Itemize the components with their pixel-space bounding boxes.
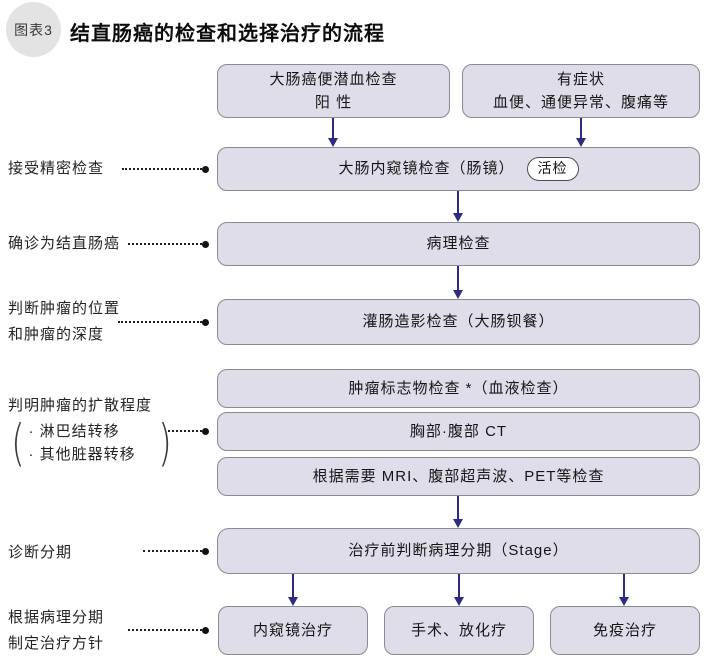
colonoscopy-box: 大肠内窥镜检查（肠镜） 活检 (217, 147, 700, 191)
fobt-positive-box: 大肠癌便潜血检查 阳 性 (217, 64, 450, 118)
mri-label: 根据需要 MRI、腹部超声波、PET等检查 (312, 467, 605, 485)
enema-label: 灌肠造影检查（大肠钡餐） (362, 313, 555, 331)
dotted-connector (168, 427, 209, 435)
flow-arrow (327, 118, 338, 147)
open-paren: ( (11, 414, 26, 472)
tumor-marker-label: 肿瘤标志物检查 *（血液检查） (348, 379, 569, 397)
flow-arrow (575, 118, 586, 147)
side-label-detailed-exam: 接受精密检查 (8, 160, 105, 177)
flow-arrow (453, 574, 464, 606)
stage-label: 治疗前判断病理分期（Stage） (348, 542, 569, 560)
figure-badge: 图表3 (6, 2, 61, 57)
enema-box: 灌肠造影检查（大肠钡餐） (217, 299, 700, 345)
tumor-marker-box: 肿瘤标志物检查 *（血液检查） (217, 369, 700, 408)
immunotherapy-label: 免疫治疗 (592, 621, 657, 639)
symptoms-box: 有症状 血便、通便异常、腹痛等 (462, 64, 700, 118)
ct-label: 胸部·腹部 CT (409, 422, 508, 440)
surgery-chemoradiation-box: 手术、放化疗 (384, 606, 534, 655)
figure-title: 结直肠癌的检查和选择治疗的流程 (70, 23, 385, 45)
flow-arrow (452, 266, 463, 299)
treatment-plan-line1: 根据病理分期 (8, 609, 105, 626)
tumor-position-line2: 和肿瘤的深度 (8, 326, 105, 343)
close-paren: ) (157, 414, 172, 472)
ct-box: 胸部·腹部 CT (217, 412, 700, 451)
spread-title: 判明肿瘤的扩散程度 (8, 397, 153, 414)
flow-arrow (618, 574, 629, 606)
spread-items: · 淋巴结转移 · 其他脏器转移 (29, 420, 155, 466)
treatment-plan-line2: 制定治疗方针 (8, 635, 105, 652)
fobt-line2: 阳 性 (314, 94, 353, 111)
pathology-box: 病理检查 (217, 222, 700, 266)
spread-item-lymph: · 淋巴结转移 (28, 423, 120, 440)
symptoms-line1: 有症状 (556, 70, 605, 88)
mri-box: 根据需要 MRI、腹部超声波、PET等检查 (217, 457, 700, 496)
spread-item-organ: · 其他脏器转移 (28, 446, 136, 463)
side-label-tumor-position: 判断肿瘤的位置 和肿瘤的深度 (8, 296, 120, 348)
symptoms-line2: 血便、通便异常、腹痛等 (492, 94, 669, 111)
tumor-position-line1: 判断肿瘤的位置 (8, 300, 121, 317)
dotted-connector (122, 165, 209, 173)
pathology-label: 病理检查 (426, 235, 491, 253)
immunotherapy-box: 免疫治疗 (550, 606, 700, 655)
side-label-treatment-plan: 根据病理分期 制定治疗方针 (8, 605, 104, 657)
flow-arrow (452, 496, 463, 528)
spread-paren-row: ( · 淋巴结转移 · 其他脏器转移 ) (8, 414, 175, 472)
endoscopic-treatment-box: 内窥镜治疗 (218, 606, 368, 655)
side-label-confirmed: 确诊为结直肠癌 (8, 235, 121, 252)
stage-box: 治疗前判断病理分期（Stage） (217, 528, 700, 574)
dotted-connector (128, 240, 209, 248)
dotted-connector (143, 547, 209, 555)
fobt-line1: 大肠癌便潜血检查 (269, 70, 398, 88)
side-label-staging: 诊断分期 (8, 544, 73, 561)
dotted-connector (118, 318, 209, 326)
surgery-chemoradiation-label: 手术、放化疗 (410, 621, 507, 639)
flow-arrow (287, 574, 298, 606)
endoscopic-treatment-label: 内窥镜治疗 (252, 621, 333, 639)
dotted-connector (128, 626, 209, 634)
colonoscopy-label: 大肠内窥镜检查（肠镜） (338, 160, 515, 178)
flow-arrow (452, 191, 463, 222)
biopsy-tag: 活检 (526, 156, 579, 182)
side-label-spread-group: 判明肿瘤的扩散程度 ( · 淋巴结转移 · 其他脏器转移 ) (8, 394, 175, 472)
